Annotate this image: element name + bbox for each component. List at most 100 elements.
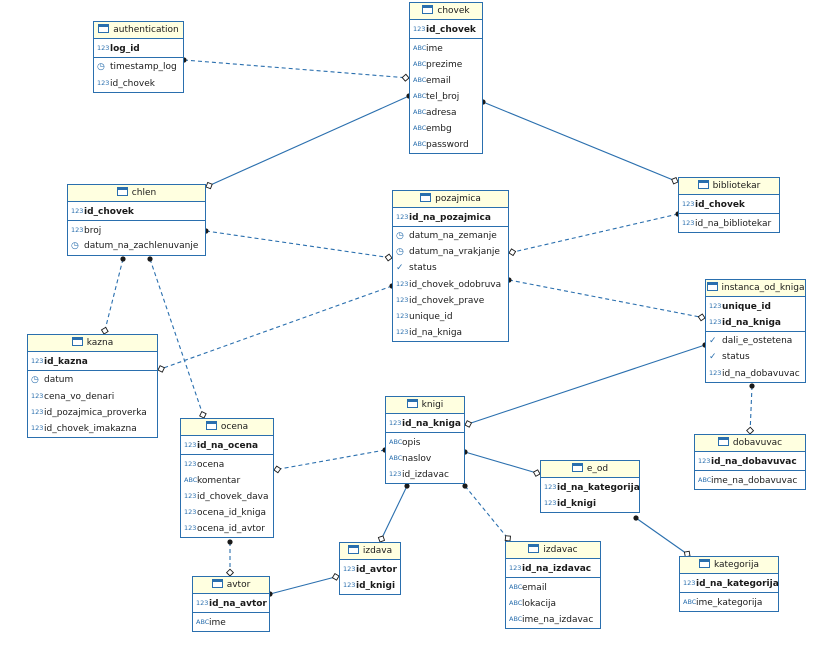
column-name: id_knigi xyxy=(356,581,396,591)
number-type-icon: 123 xyxy=(196,599,209,607)
entity-header[interactable]: chlen xyxy=(68,185,205,202)
attribute-column[interactable]: ABCprezime xyxy=(410,56,482,72)
number-type-icon: 123 xyxy=(184,508,197,516)
primary-key-column[interactable]: 123id_na_kategorija xyxy=(680,575,779,591)
primary-key-column[interactable]: 123id_na_ocena xyxy=(181,437,273,453)
entity-header[interactable]: pozajmica xyxy=(393,191,508,208)
attribute-column[interactable]: ABCopis xyxy=(386,434,464,450)
attribute-column[interactable]: ✓dali_e_ostetena xyxy=(706,333,805,349)
attribute-column[interactable]: 123id_pozajmica_proverka xyxy=(28,404,157,420)
primary-key-column[interactable]: 123id_na_izdavac xyxy=(506,560,600,576)
number-type-icon: 123 xyxy=(396,213,409,221)
entity-header[interactable]: e_od xyxy=(541,461,639,478)
entity-header[interactable]: bibliotekar xyxy=(679,178,779,195)
column-name: opis xyxy=(402,438,421,448)
primary-key-column[interactable]: 123id_kazna xyxy=(28,353,157,369)
attribute-column[interactable]: ABCembg xyxy=(410,120,482,136)
entity-header[interactable]: dobavuvac xyxy=(695,435,805,452)
attribute-column[interactable]: ABCkomentar xyxy=(181,472,273,488)
attribute-column[interactable]: ABCemail xyxy=(506,579,600,595)
entity-header[interactable]: izdava xyxy=(340,543,400,560)
entity-header[interactable]: kazna xyxy=(28,335,157,352)
attribute-column[interactable]: ✓status xyxy=(393,260,508,276)
primary-key-column[interactable]: 123id_knigi xyxy=(340,577,400,593)
attribute-column[interactable]: ◷timestamp_log xyxy=(94,59,183,75)
attribute-column[interactable]: ABCime_na_izdavac xyxy=(506,611,600,627)
attribute-column[interactable]: 123id_chovek_imakazna xyxy=(28,420,157,436)
attribute-column[interactable]: 123ocena_id_kniga xyxy=(181,504,273,520)
entity-header[interactable]: kategorija xyxy=(680,557,778,574)
column-name: adresa xyxy=(426,108,457,118)
attribute-column[interactable]: ◷datum_na_vrakjanje xyxy=(393,244,508,260)
primary-key-column[interactable]: 123id_na_kategorija xyxy=(541,479,640,495)
attribute-column[interactable]: 123id_izdavac xyxy=(386,466,464,482)
attribute-column[interactable]: 123id_chovek_dava xyxy=(181,488,273,504)
entity-header[interactable]: izdavac xyxy=(506,542,600,559)
attribute-column[interactable]: ◷datum xyxy=(28,372,157,388)
attribute-column[interactable]: ABCime xyxy=(410,40,482,56)
relationship-line-chlen-ocena xyxy=(149,258,205,419)
attribute-column[interactable]: ABCadresa xyxy=(410,104,482,120)
attribute-column[interactable]: 123id_chovek_odobruva xyxy=(393,276,508,292)
entity-header[interactable]: authentication xyxy=(94,22,183,39)
entity-header[interactable]: avtor xyxy=(193,577,269,594)
primary-key-column[interactable]: 123id_na_avtor xyxy=(193,595,269,611)
attribute-column[interactable]: ABCtel_broj xyxy=(410,88,482,104)
primary-key-column[interactable]: 123id_chovek xyxy=(68,203,205,219)
attribute-column[interactable]: 123ocena xyxy=(181,456,273,472)
primary-key-column[interactable]: 123log_id xyxy=(94,40,183,56)
entity-header[interactable]: knigi xyxy=(386,397,464,414)
text-type-icon: ABC xyxy=(509,583,523,591)
attribute-column[interactable]: ◷datum_na_zemanje xyxy=(393,228,508,244)
attribute-column[interactable]: ✓status xyxy=(706,349,805,365)
attribute-column[interactable]: ABCnaslov xyxy=(386,450,464,466)
primary-key-column[interactable]: 123id_chovek xyxy=(679,196,779,212)
column-name: timestamp_log xyxy=(110,62,177,72)
attribute-column[interactable]: 123broj xyxy=(68,222,205,238)
primary-key-column[interactable]: 123id_na_dobavuvac xyxy=(695,453,805,469)
primary-key-column[interactable]: 123id_na_kniga xyxy=(706,314,805,330)
attribute-column[interactable]: ABCpassword xyxy=(410,136,482,152)
attribute-column[interactable]: ◷datum_na_zachlenuvanje xyxy=(68,238,205,254)
entity-header[interactable]: instanca_od_kniga xyxy=(706,280,805,297)
relationship-end-dot xyxy=(147,256,153,262)
attribute-column[interactable]: 123unique_id xyxy=(393,308,508,324)
attribute-column[interactable]: 123id_chovek xyxy=(94,75,183,91)
attribute-column[interactable]: 123id_chovek_prave xyxy=(393,292,508,308)
attribute-column[interactable]: 123id_na_dobavuvac xyxy=(706,365,805,381)
primary-key-column[interactable]: 123id_chovek xyxy=(410,21,482,37)
primary-key-column[interactable]: 123id_knigi xyxy=(541,495,639,511)
column-name: id_chovek_odobruva xyxy=(409,280,502,290)
attribute-column[interactable]: ABCemail xyxy=(410,72,482,88)
entity-header[interactable]: chovek xyxy=(410,3,482,20)
primary-key-column[interactable]: 123unique_id xyxy=(706,298,805,314)
attribute-column[interactable]: 123id_na_bibliotekar xyxy=(679,215,779,231)
attribute-column[interactable]: 123ocena_id_avtor xyxy=(181,520,273,536)
attribute-column[interactable]: ABCime xyxy=(193,614,269,630)
attribute-column[interactable]: 123cena_vo_denari xyxy=(28,388,157,404)
attribute-column[interactable]: ABCime_na_dobavuvac xyxy=(695,472,805,488)
primary-key-column[interactable]: 123id_na_pozajmica xyxy=(393,209,508,225)
attribute-column[interactable]: 123id_na_kniga xyxy=(393,324,508,340)
primary-key-column[interactable]: 123id_na_kniga xyxy=(386,415,464,431)
attribute-column[interactable]: ABCime_kategorija xyxy=(680,594,778,610)
primary-key-column[interactable]: 123id_avtor xyxy=(340,561,400,577)
entity-header[interactable]: ocena xyxy=(181,419,273,436)
attribute-column[interactable]: ABClokacija xyxy=(506,595,600,611)
